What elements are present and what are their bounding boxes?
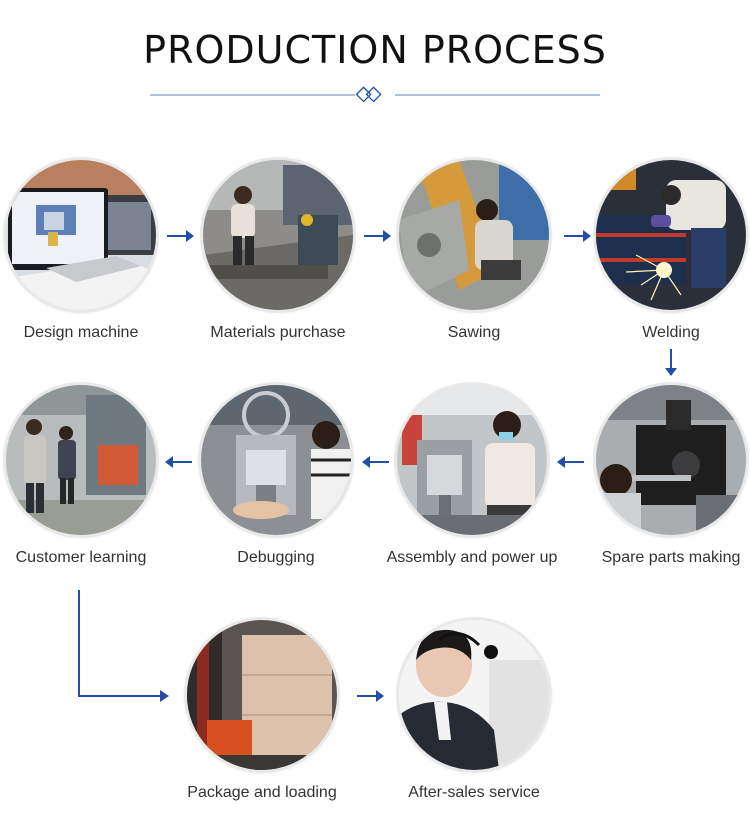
arrow-right-icon	[357, 690, 384, 702]
step-materials-purchase: Materials purchase	[203, 160, 353, 341]
headset-support-photo	[399, 620, 549, 770]
arrow-left-icon	[362, 456, 389, 468]
step-after-sales-service: After-sales service	[399, 620, 549, 801]
step-label: Debugging	[237, 549, 315, 566]
sawing-machine-photo	[399, 160, 549, 310]
arrow-right-icon	[167, 230, 194, 242]
debugging-machine-photo	[201, 385, 351, 535]
arrow-left-icon	[557, 456, 584, 468]
step-label: Design machine	[23, 324, 139, 341]
computer-cad-photo	[6, 160, 156, 310]
title-divider	[150, 86, 600, 103]
assembly-bench-photo	[397, 385, 547, 535]
step-label: Assembly and power up	[386, 549, 558, 566]
worker-carrying-materials-photo	[203, 160, 353, 310]
arrow-down-icon	[665, 349, 677, 376]
step-label: Welding	[642, 324, 700, 341]
step-welding: Welding	[596, 160, 746, 341]
step-assembly-and-power-up: Assembly and power up	[387, 385, 557, 566]
arrow-right-icon	[364, 230, 391, 242]
step-label: Sawing	[447, 324, 501, 341]
step-label: Package and loading	[187, 784, 337, 801]
step-label: Spare parts making	[601, 549, 741, 566]
arrow-left-icon	[165, 456, 192, 468]
parts-machining-photo	[596, 385, 746, 535]
arrow-right-icon	[564, 230, 591, 242]
elbow-arrow-icon	[78, 590, 169, 702]
step-label: After-sales service	[408, 784, 540, 801]
step-spare-parts-making: Spare parts making	[596, 385, 746, 566]
welding-sparks-photo	[596, 160, 746, 310]
step-label: Materials purchase	[210, 324, 346, 341]
step-label: Customer learning	[15, 549, 147, 566]
page-title: PRODUCTION PROCESS	[143, 28, 607, 72]
diamond-ornament-icon	[355, 86, 382, 103]
step-customer-learning: Customer learning	[6, 385, 156, 566]
step-package-and-loading: Package and loading	[187, 620, 337, 801]
wooden-crate-photo	[187, 620, 337, 770]
customer-training-photo	[6, 385, 156, 535]
step-sawing: Sawing	[399, 160, 549, 341]
step-debugging: Debugging	[201, 385, 351, 566]
step-design-machine: Design machine	[6, 160, 156, 341]
